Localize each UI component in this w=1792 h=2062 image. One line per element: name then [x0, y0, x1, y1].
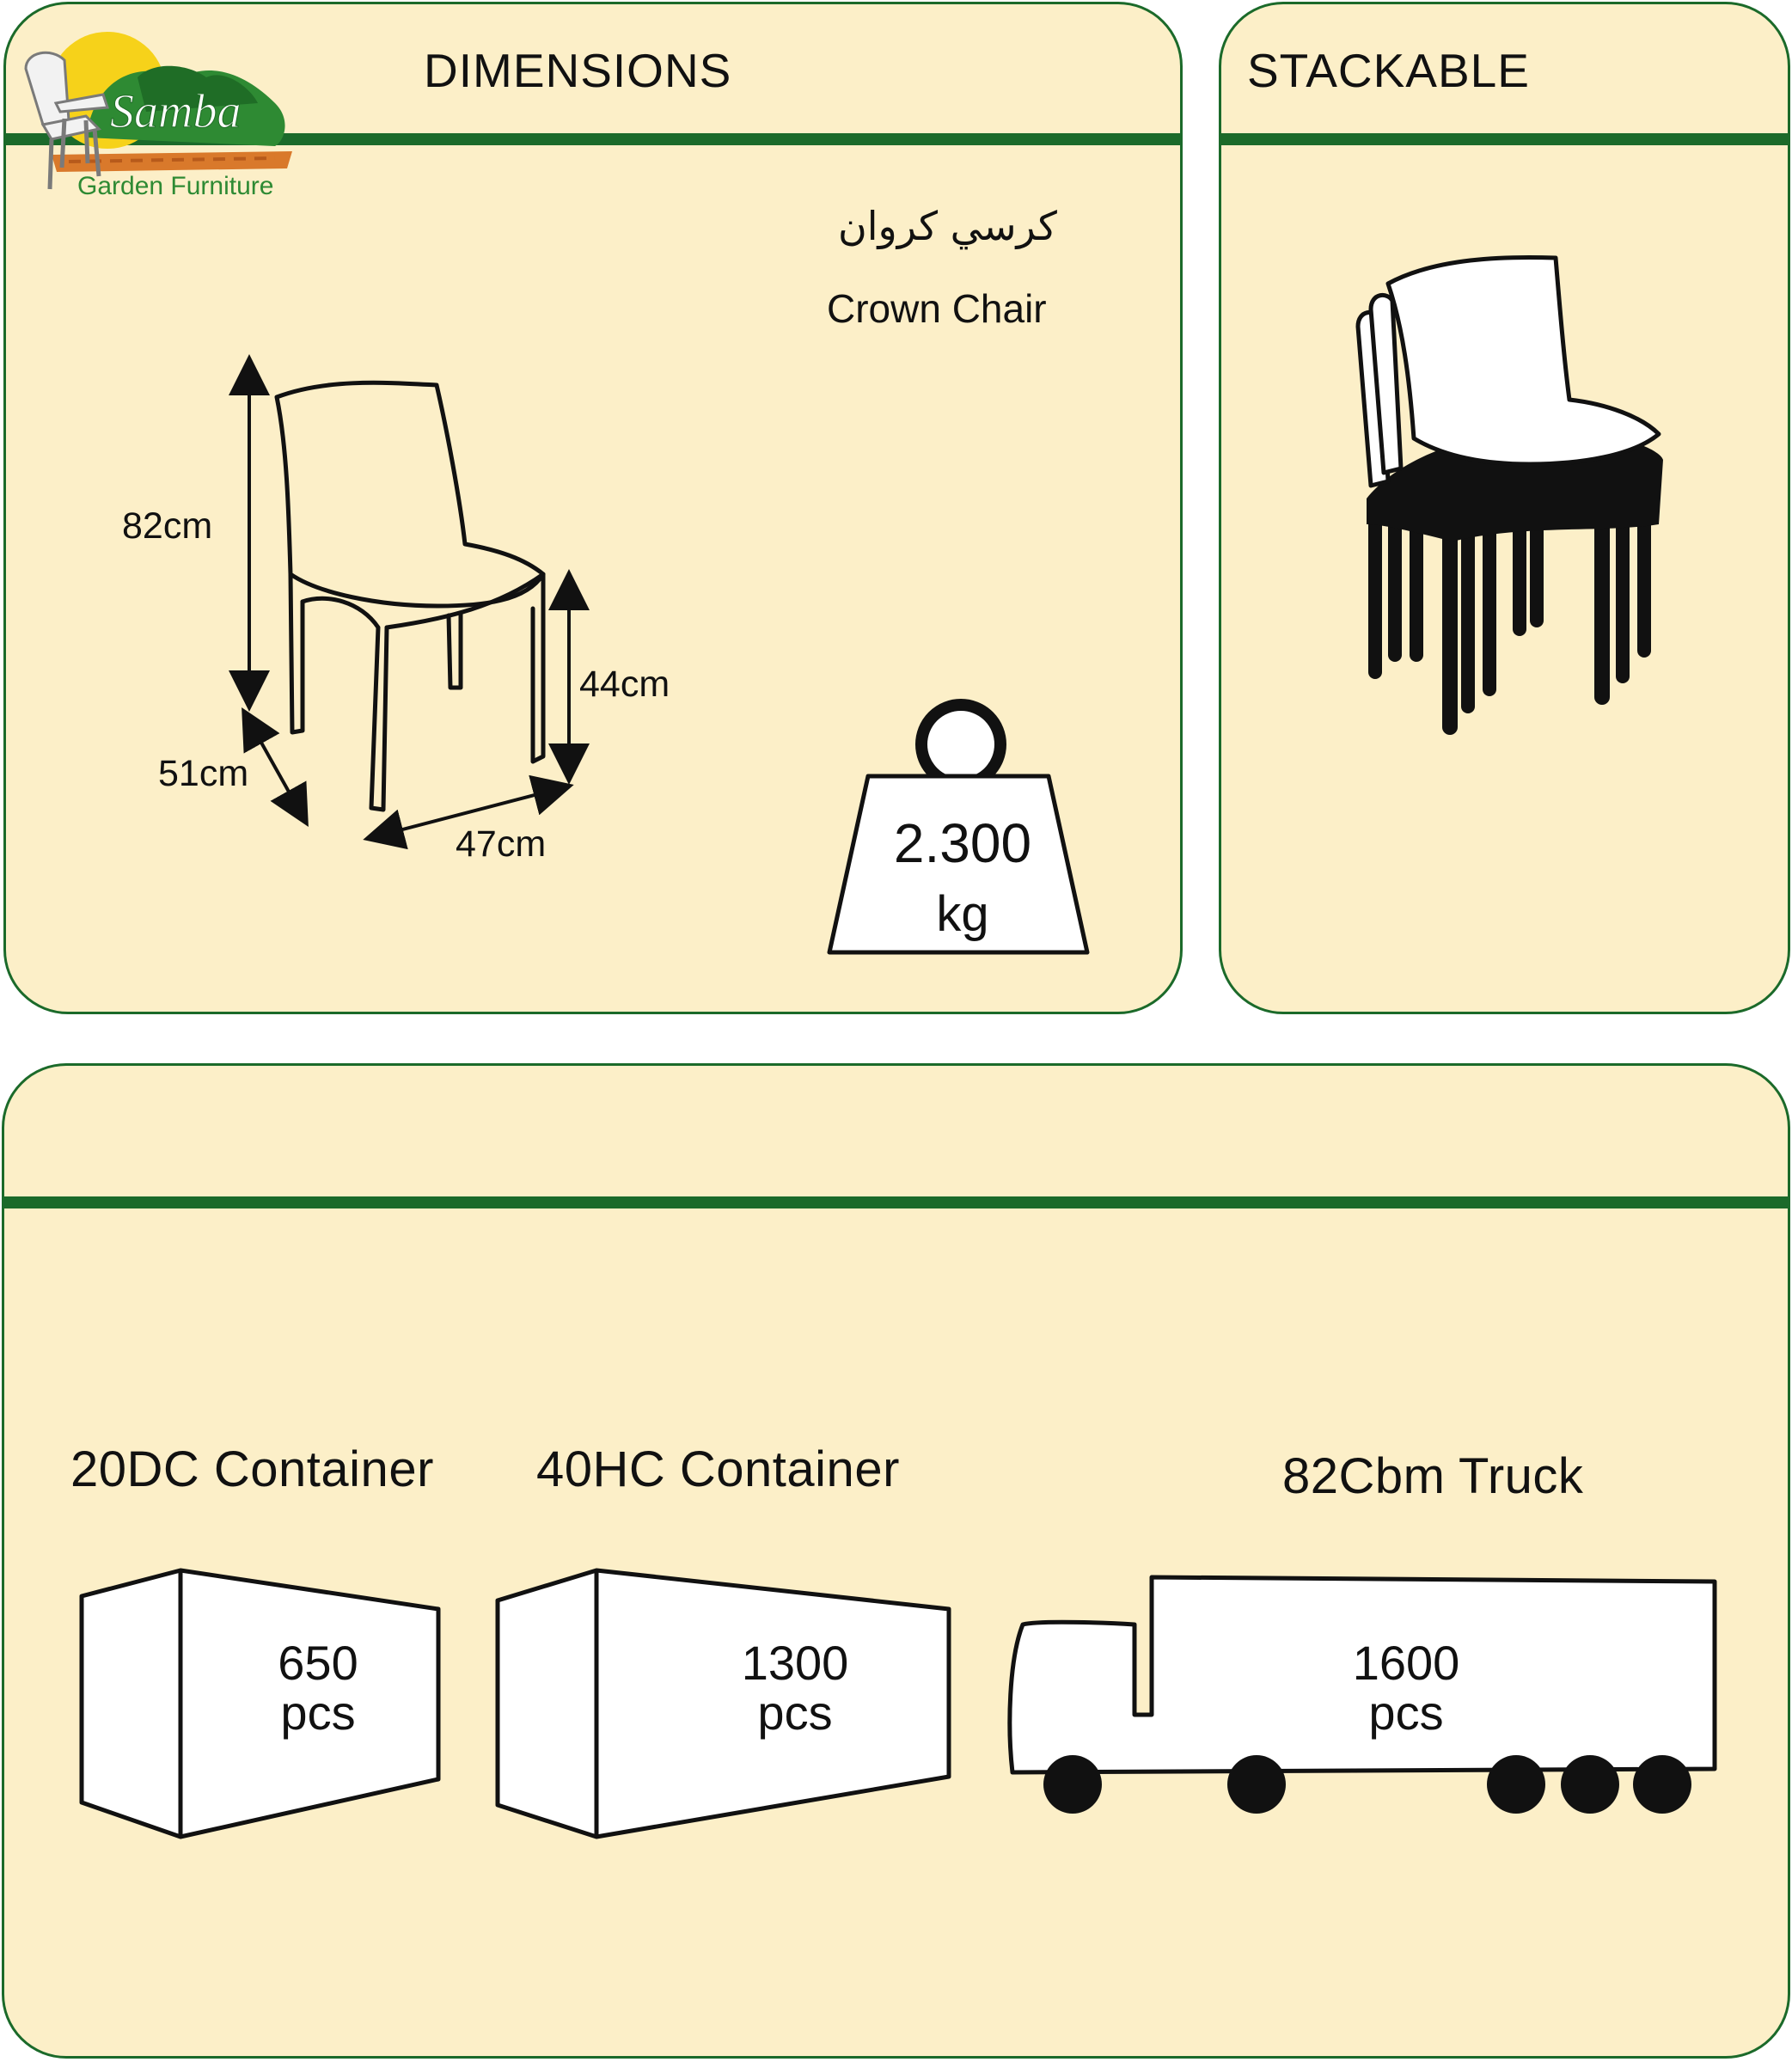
- shipping-panel: [2, 1063, 1790, 2059]
- logo-chair-icon: [24, 51, 110, 190]
- dimensions-title: DIMENSIONS: [424, 44, 732, 97]
- samba-logo: Samba Garden Furniture: [24, 32, 292, 200]
- 40hc-container-label: 40HC Container: [536, 1441, 900, 1497]
- 20dc-qty: 650 pcs: [249, 1638, 387, 1738]
- truck-qty: 1600 pcs: [1337, 1638, 1475, 1738]
- 20dc-container-label: 20DC Container: [70, 1441, 434, 1497]
- truck-qty-value: 1600: [1352, 1636, 1460, 1690]
- dimensions-header-bar: [6, 133, 1180, 145]
- logo-ground: [52, 151, 292, 172]
- stackable-header-bar: [1221, 133, 1788, 145]
- 40hc-qty: 1300 pcs: [726, 1638, 864, 1738]
- chair-outline: [274, 380, 546, 812]
- chair-name-arabic: كرسي كروان: [838, 203, 1057, 249]
- weight-unit: kg: [936, 886, 989, 942]
- 82cbm-truck-label: 82Cbm Truck: [1282, 1448, 1584, 1504]
- width-label: 47cm: [456, 823, 547, 865]
- truck-icon: [1007, 1575, 1717, 1814]
- weight-value: 2.300: [893, 812, 1032, 874]
- stackable-title: STACKABLE: [1247, 44, 1530, 97]
- width-arrow: [363, 774, 574, 850]
- depth-arrow: [242, 707, 309, 827]
- dimension-arrows: [229, 354, 590, 850]
- weight-icon: [827, 699, 1090, 955]
- 40hc-container-icon: [495, 1568, 951, 1839]
- logo-brand-text: Samba: [110, 85, 241, 138]
- seat-height-label: 44cm: [579, 664, 670, 705]
- dimensions-panel: DIMENSIONS: [3, 2, 1183, 1014]
- shipping-header-bar: [4, 1196, 1788, 1208]
- 40hc-qty-unit: pcs: [757, 1686, 833, 1740]
- stacked-chairs-illustration: [1355, 254, 1663, 735]
- chair-name-english: Crown Chair: [827, 286, 1047, 331]
- 20dc-qty-value: 650: [278, 1636, 358, 1690]
- 20dc-qty-unit: pcs: [280, 1686, 356, 1740]
- truck-qty-unit: pcs: [1368, 1686, 1444, 1740]
- 20dc-container-icon: [79, 1568, 441, 1839]
- height-total-label: 82cm: [122, 505, 213, 547]
- logo-tagline-text: Garden Furniture: [77, 172, 273, 200]
- depth-label: 51cm: [158, 753, 249, 794]
- 40hc-qty-value: 1300: [741, 1636, 849, 1690]
